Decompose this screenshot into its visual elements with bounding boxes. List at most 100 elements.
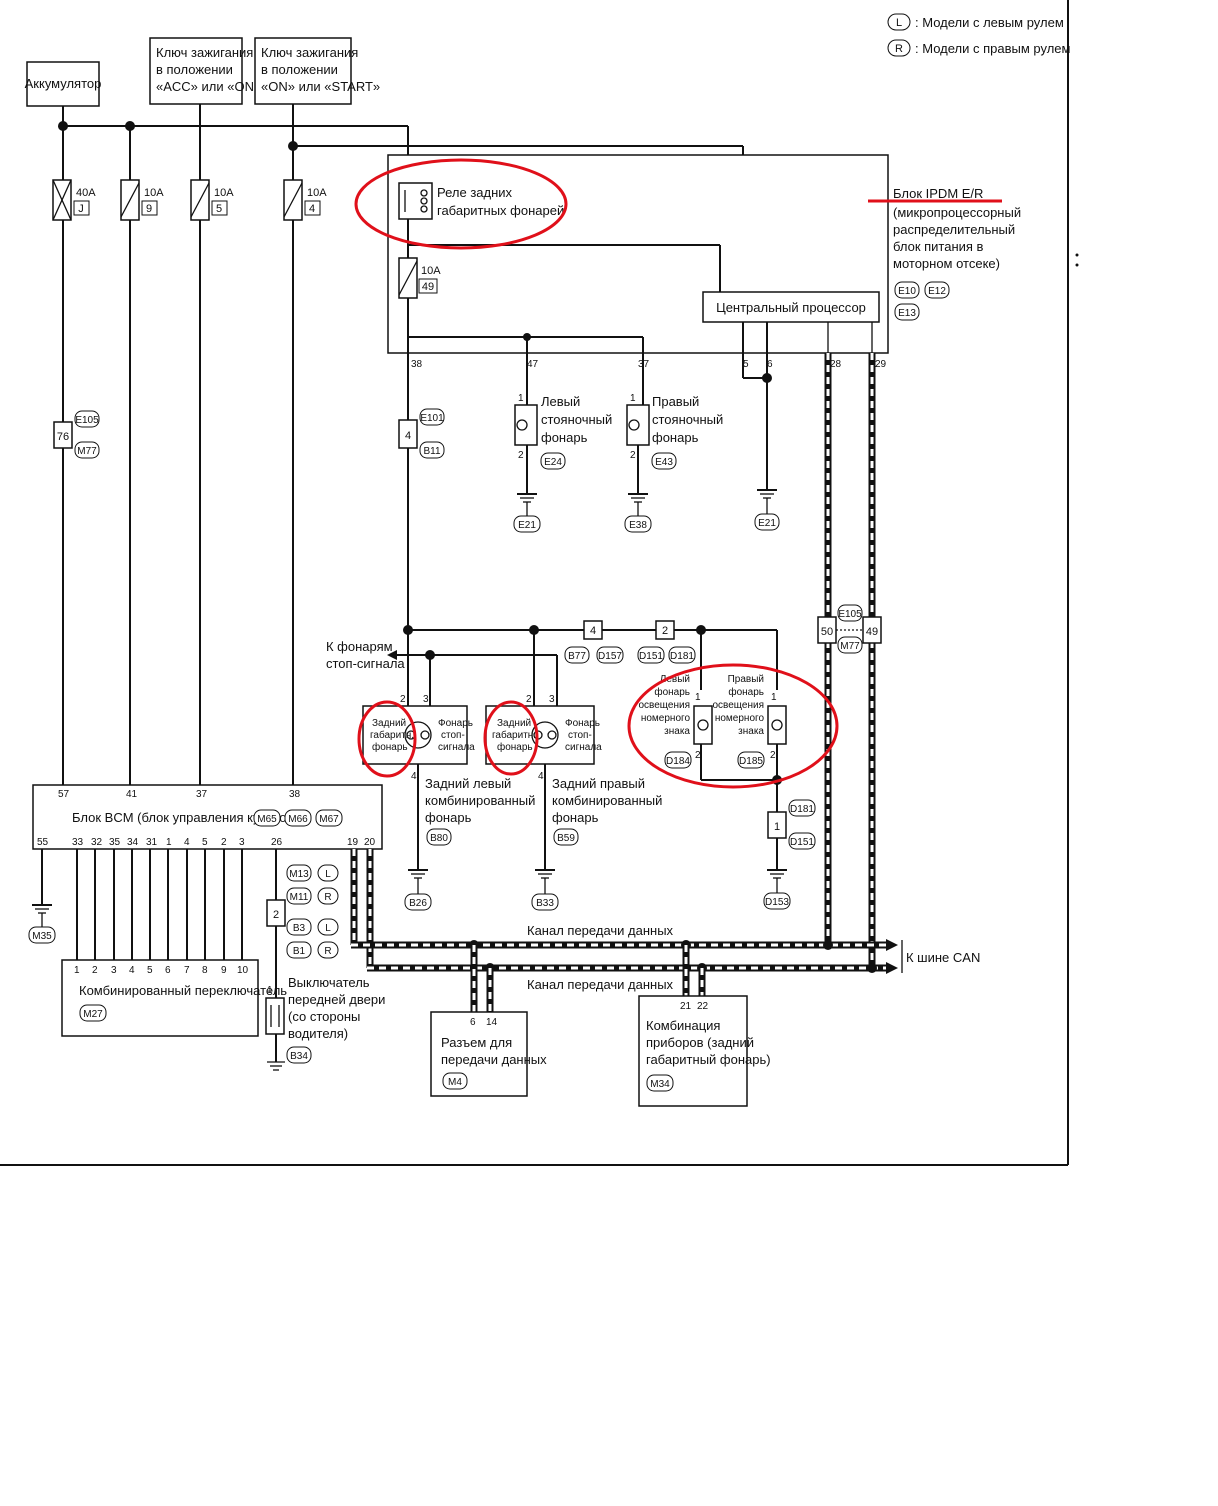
ipdm-pin-6: 6 [767, 359, 773, 370]
dlc-pin-14: 14 [486, 1017, 498, 1028]
tail-feed: 4 E101 B11 4 2 B77 D157 D151 D181 [398, 353, 778, 690]
rear-right-name-3: фонарь [552, 810, 599, 825]
stop-note-2: стоп-сигнала [326, 656, 405, 671]
rear-right-name-2: комбинированный [552, 793, 662, 808]
rear-left-name-3: фонарь [425, 810, 472, 825]
parking-right-pin-1: 1 [630, 393, 636, 404]
parking-left-label-2: стояночный [541, 412, 612, 427]
rear-left-ground: B26 [409, 898, 427, 909]
combi-pin-5: 5 [147, 965, 153, 976]
fuse-5-rating: 10A [214, 187, 234, 199]
bcm-pin-3: 3 [239, 837, 245, 848]
combi-switch-wires [76, 849, 243, 960]
ign-on-line-3: «ON» или «START» [261, 79, 380, 94]
door-switch-conn: B34 [290, 1051, 308, 1062]
combination-switch: 1 2 3 4 5 6 7 8 9 10 Комбинированный пер… [61, 959, 287, 1037]
rear-right-pin-2: 2 [526, 694, 532, 705]
bcm-pin-26: 26 [271, 837, 283, 848]
ipdm-ground: E21 [742, 353, 780, 531]
joint-e101-conn-a: E101 [420, 413, 444, 424]
plate-left-label-4: номерного [641, 713, 691, 724]
bcm-pin-35: 35 [109, 837, 121, 848]
rear-left-combo-lamp: 2 3 Задний габаритн. фонарь Фонарь стоп-… [362, 630, 535, 911]
plate-right-label-5: знака [738, 726, 764, 737]
rear-right-ground: B33 [536, 898, 554, 909]
joint-50-conn-a: E105 [838, 609, 862, 620]
ipdm-conn-e10: E10 [898, 286, 916, 297]
battery-label: Аккумулятор [25, 76, 102, 91]
joint-d151-conn-b: D181 [670, 651, 694, 662]
fuse-40a-rating: 40A [76, 187, 96, 199]
door-conn-b1: B1 [293, 946, 306, 957]
rear-right-pin-4: 4 [538, 771, 544, 782]
bcm-pin-33: 33 [72, 837, 84, 848]
plate-right-label-1: Правый [728, 674, 764, 685]
parking-right-label-3: фонарь [652, 430, 699, 445]
bcm-feed-wires: 76 E105 M77 [53, 220, 294, 785]
bcm-pin-4: 4 [184, 837, 190, 848]
rear-left-tail-3: фонарь [372, 741, 408, 753]
ipdm-pin-38: 38 [411, 359, 423, 370]
door-joint-pin: 2 [273, 909, 279, 921]
fuse-4-rating: 10A [307, 187, 327, 199]
meter-pin-22: 22 [697, 1001, 709, 1012]
door-label-2: передней двери [288, 992, 385, 1007]
combi-pin-6: 6 [165, 965, 171, 976]
rear-left-name-2: комбинированный [425, 793, 535, 808]
bcm-pin-19: 19 [347, 837, 359, 848]
ipdm-pin-29: 29 [875, 359, 887, 370]
plate-ground: 1 D181 D151 D153 [763, 799, 816, 910]
rear-left-tail-1: Задний [372, 718, 406, 729]
fuse-40a-id: J [78, 203, 84, 215]
joint-b77-pin: 4 [590, 625, 596, 637]
joint-d181-conn-a: D181 [790, 804, 814, 815]
data-link-connector: 6 14 Разъем для передачи данных M4 [430, 1011, 547, 1097]
door-switch-pin: 1 [267, 985, 273, 996]
meter-label-1: Комбинация [646, 1018, 720, 1033]
joint-e101-conn-b: B11 [423, 446, 440, 457]
ign-on-line-1: Ключ зажигания [261, 45, 358, 60]
joint-76-pin: 76 [57, 431, 69, 443]
plate-lamp-left: 1 2 Левый фонарь освещения номерного зна… [638, 674, 713, 780]
ipdm-title: Блок IPDM E/R [893, 186, 983, 201]
bcm-pin-2: 2 [221, 837, 227, 848]
plate-left-pin-2: 2 [695, 750, 701, 761]
combi-switch-title: Комбинированный переключатель [79, 983, 287, 998]
door-label-1: Выключатель [288, 975, 370, 990]
rear-left-pin-3: 3 [423, 694, 429, 705]
dlc-label-2: передачи данных [441, 1052, 547, 1067]
legend-badge-l: L [896, 17, 902, 29]
plate-left-pin-1: 1 [695, 692, 701, 703]
fuse-49-id: 49 [422, 281, 434, 293]
ipdm-desc-4: моторном отсеке) [893, 256, 1000, 271]
bcm-ground: M35 [28, 849, 56, 944]
parking-left-conn: E24 [544, 457, 562, 468]
bcm-pin-20: 20 [364, 837, 376, 848]
joint-d151-pin: 2 [662, 625, 668, 637]
parking-left-pin-2: 2 [518, 450, 524, 461]
joint-b77-conn-a: B77 [568, 651, 586, 662]
parking-left-label-1: Левый [541, 394, 580, 409]
rear-right-stop-2: стоп- [568, 730, 592, 741]
ign-acc-line-1: Ключ зажигания [156, 45, 253, 60]
plate-left-label-5: знака [664, 726, 690, 737]
rear-left-pin-4: 4 [411, 771, 417, 782]
ipdm-desc-1: (микропроцессорный [893, 205, 1021, 220]
plate-left-label-1: Левый [660, 674, 690, 685]
bcm-title: Блок BCM (блок управления кузовом) [72, 810, 300, 825]
rear-left-stop-2: стоп- [441, 730, 465, 741]
rear-right-stop-1: Фонарь [565, 718, 600, 729]
legend-badge-r: R [895, 43, 903, 55]
door-switch: 2 M13 L M11 R B3 L B1 R 1 Выключатель пе… [265, 849, 385, 1071]
combi-pin-8: 8 [202, 965, 208, 976]
combi-pin-4: 4 [129, 965, 135, 976]
plate-right-label-4: номерного [715, 713, 765, 724]
parking-right-ground: E38 [629, 520, 647, 531]
combi-pin-2: 2 [92, 965, 98, 976]
bcm-conn-m67: M67 [319, 814, 339, 825]
parking-lamp-right: 1 2 Правый стояночный фонарь E43 E38 [624, 353, 723, 533]
joint-50-pin: 50 [821, 626, 833, 638]
plate-right-label-3: освещения [712, 700, 764, 711]
ipdm-conn-e13: E13 [898, 308, 916, 319]
